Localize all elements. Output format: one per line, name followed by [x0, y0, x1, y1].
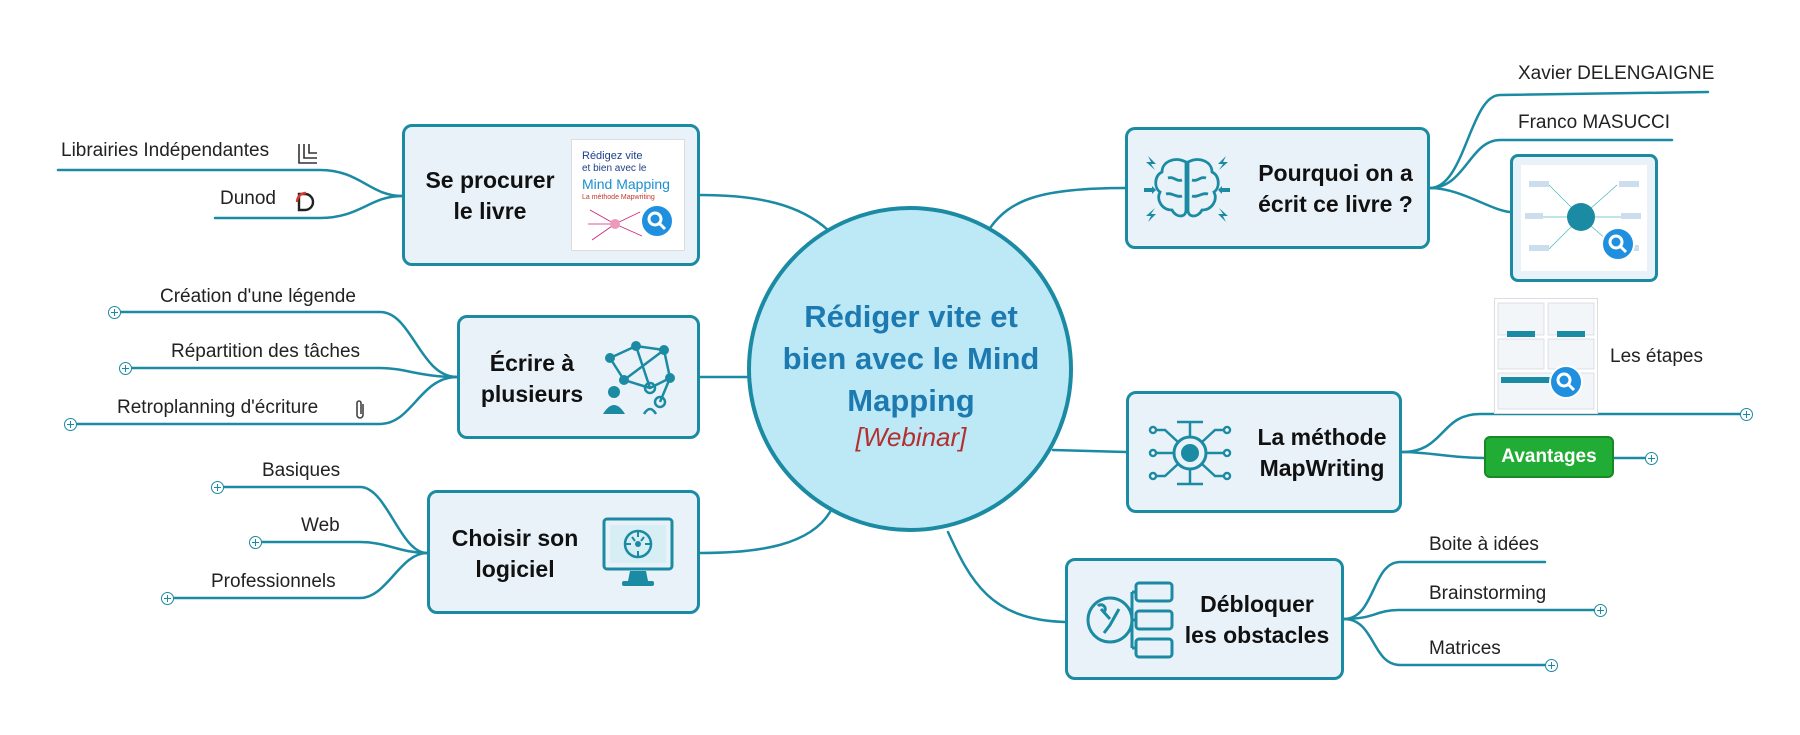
dunod-logo-icon [295, 191, 315, 212]
computer-circuit-icon [602, 517, 674, 586]
tools-flowchart-icon [1086, 581, 1174, 659]
leaf-franco[interactable]: Franco MASUCCI [1518, 112, 1671, 133]
topic-pourquoi-title: Pourquoi on a écrit ce livre ? [1258, 160, 1413, 217]
central-topic-subtitle: [Webinar] [855, 422, 967, 452]
leaf-basiques[interactable]: Basiques [262, 460, 341, 481]
leaf-les-etapes[interactable]: Les étapes [1610, 346, 1703, 367]
leaf-librairies[interactable]: Librairies Indépendantes [61, 140, 270, 161]
leaf-xavier[interactable]: Xavier DELENGAIGNE [1518, 63, 1715, 84]
circuit-node-icon [1148, 420, 1232, 486]
topic-logiciel-title: Choisir son logiciel [451, 525, 579, 582]
central-topic-title: Rédiger vite et bien avec le Mind Mappin… [782, 299, 1040, 418]
leaf-repartition-taches[interactable]: Répartition des tâches [171, 341, 361, 362]
expand-icon[interactable] [1740, 408, 1753, 421]
cover-line-3: Mind Mapping [582, 176, 670, 192]
expand-icon[interactable] [1545, 659, 1558, 672]
brain-icon [1144, 156, 1230, 222]
library-logo-icon [298, 144, 317, 164]
topic-se-procurer[interactable]: Se procurer le livre Rédigez vite et bie… [402, 124, 700, 266]
book-cover-thumbnail[interactable]: Rédigez vite et bien avec le Mind Mappin… [571, 139, 685, 251]
steps-thumbnail-sketch [1497, 302, 1595, 410]
expand-icon[interactable] [108, 306, 121, 319]
expand-icon[interactable] [249, 536, 262, 549]
central-topic[interactable]: Rédiger vite et bien avec le Mind Mappin… [747, 206, 1073, 532]
zoom-icon[interactable] [1601, 227, 1635, 261]
topic-se-procurer-title: Se procurer le livre [425, 167, 555, 224]
paperclip-icon [356, 400, 364, 419]
topic-logiciel[interactable]: Choisir son logiciel [427, 490, 700, 614]
cover-line-2: et bien avec le [582, 163, 647, 174]
cover-line-1: Rédigez vite [582, 150, 643, 162]
topic-methode[interactable]: La méthode MapWriting [1126, 391, 1402, 513]
zoom-icon[interactable] [1549, 365, 1583, 399]
zoom-icon[interactable] [640, 204, 674, 238]
cover-mindmap-sketch [588, 209, 643, 241]
cover-line-4: La méthode Mapwriting [582, 194, 655, 201]
topic-ecrire-title: Écrire à plusieurs [480, 350, 584, 407]
topic-pourquoi[interactable]: Pourquoi on a écrit ce livre ? [1125, 127, 1430, 249]
leaf-dunod[interactable]: Dunod [220, 188, 276, 209]
expand-icon[interactable] [1645, 452, 1658, 465]
topic-debloquer[interactable]: Débloquer les obstacles [1065, 558, 1344, 680]
leaf-web[interactable]: Web [301, 515, 340, 536]
leaf-matrices[interactable]: Matrices [1429, 638, 1501, 659]
leaf-brainstorming[interactable]: Brainstorming [1429, 583, 1547, 604]
avantages-badge[interactable]: Avantages [1484, 436, 1614, 478]
mindmap-thumbnail[interactable] [1510, 154, 1658, 282]
steps-thumbnail[interactable] [1494, 298, 1598, 414]
expand-icon[interactable] [1594, 604, 1607, 617]
leaf-professionnels[interactable]: Professionnels [211, 571, 336, 592]
expand-icon[interactable] [161, 592, 174, 605]
topic-ecrire[interactable]: Écrire à plusieurs [457, 315, 700, 439]
expand-icon[interactable] [64, 418, 77, 431]
leaf-retroplanning[interactable]: Retroplanning d'écriture [117, 397, 319, 418]
topic-debloquer-title: Débloquer les obstacles [1184, 591, 1330, 648]
leaf-boite-idees[interactable]: Boite à idées [1429, 534, 1539, 555]
leaf-creation-legende[interactable]: Création d'une légende [160, 286, 356, 307]
topic-methode-title: La méthode MapWriting [1257, 424, 1387, 481]
expand-icon[interactable] [119, 362, 132, 375]
expand-icon[interactable] [211, 481, 224, 494]
collaboration-network-icon [603, 341, 675, 415]
mindmap-thumbnail-sketch [1525, 181, 1641, 251]
